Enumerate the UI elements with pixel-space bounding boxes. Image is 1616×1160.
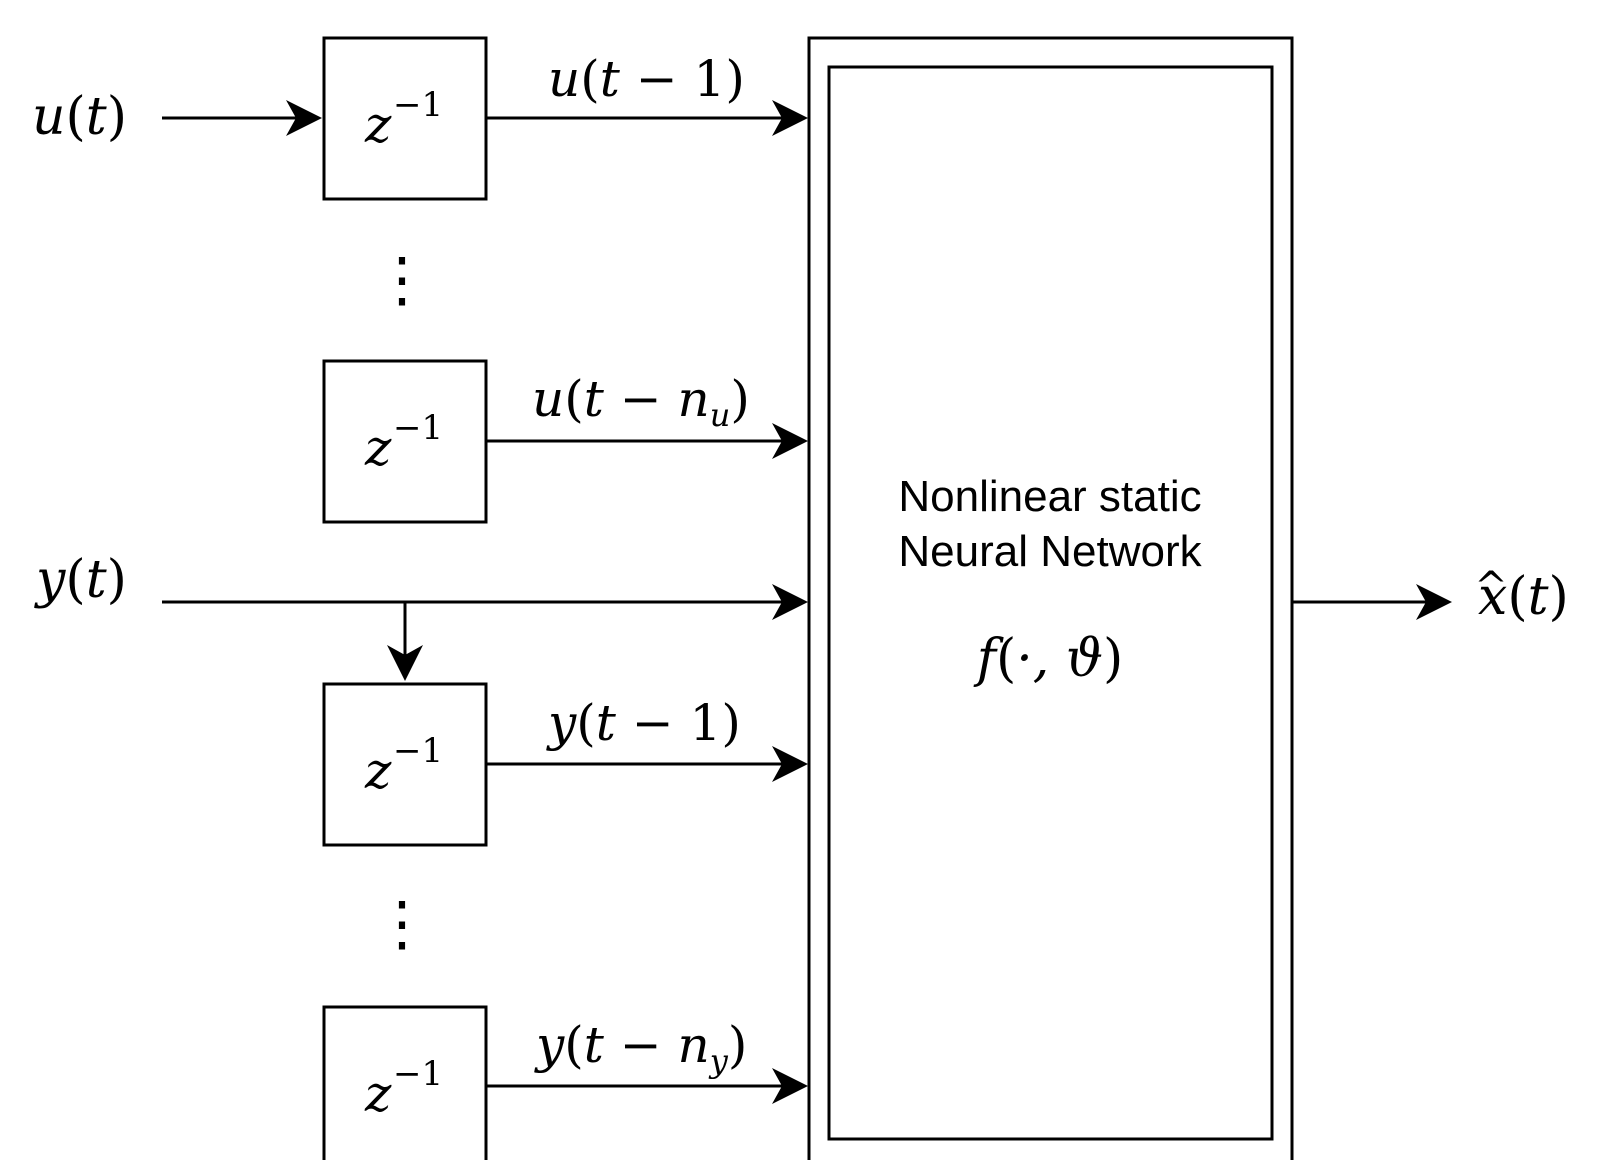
signal-label-yny: y(t − ny) (534, 1016, 747, 1080)
svg-text:−1: −1 (393, 85, 443, 125)
wire-y-branch (387, 602, 423, 681)
wire-unu (486, 423, 808, 459)
wire-u-to-delay (162, 100, 322, 136)
delay-block-unu: z −1 (322, 359, 488, 524)
delay-block-y1: z −1 (322, 682, 488, 847)
signal-label-u1: u(t − 1) (548, 50, 745, 108)
wire-output (1292, 584, 1452, 620)
input-u-label: u(t) (32, 87, 127, 147)
svg-text:−1: −1 (393, 408, 443, 448)
delay-block-u1: z −1 (322, 36, 488, 201)
svg-text:x(t): x(t) (1478, 567, 1569, 627)
output-label: ^ x(t) (1474, 564, 1569, 627)
signal-label-unu: u(t − nu) (532, 370, 750, 434)
signal-label-y1: y(t − 1) (546, 694, 741, 752)
svg-text:z: z (364, 742, 392, 800)
network-title-line2: Neural Network (898, 527, 1202, 576)
svg-text:z: z (364, 96, 392, 154)
delay-block-yny: z −1 (322, 1005, 488, 1160)
wire-y-main (162, 584, 808, 620)
wire-u1 (486, 100, 808, 136)
network-function: f(·, ϑ) (973, 629, 1124, 689)
svg-text:−1: −1 (393, 1054, 443, 1094)
wire-yny (486, 1068, 808, 1104)
ellipsis-u: ⋮ (372, 245, 432, 315)
wire-y1 (486, 746, 808, 782)
svg-text:z: z (364, 419, 392, 477)
neural-network-block: Nonlinear static Neural Network f(·, ϑ) (807, 36, 1294, 1160)
input-y-label: y(t) (34, 550, 127, 610)
svg-text:^: ^ (1474, 564, 1508, 610)
network-title-line1: Nonlinear static (898, 472, 1201, 521)
svg-text:z: z (364, 1065, 392, 1123)
ellipsis-y: ⋮ (372, 889, 432, 959)
svg-text:−1: −1 (393, 731, 443, 771)
